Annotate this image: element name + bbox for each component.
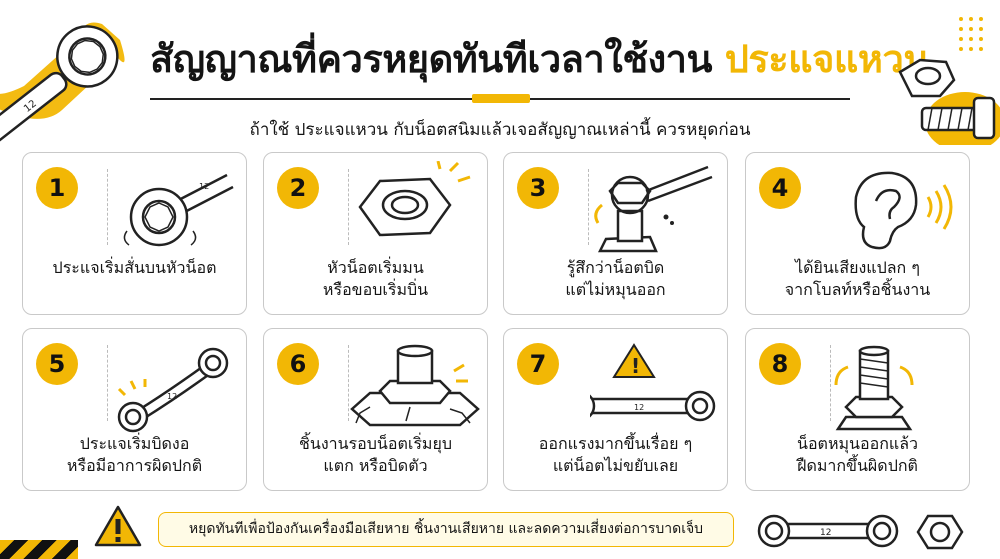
card-label-line1: น็อตหมุนออกแล้ว	[797, 434, 918, 453]
twisting-bolt-icon	[594, 165, 713, 253]
bent-wrench-icon: 12	[117, 347, 229, 433]
card-number: 1	[36, 167, 78, 209]
warning-triangle-icon	[94, 505, 142, 547]
card-label: รู้สึกว่าน็อตบิด แต่ไม่หมุนออก	[510, 257, 721, 301]
card-label-line2: แต่ไม่หมุนออก	[565, 280, 666, 299]
title-accent-bar	[472, 94, 530, 103]
card-label: ประแจเริ่มบิดงอ หรือมีอาการผิดปกติ	[29, 433, 240, 477]
rounded-nut-icon	[358, 161, 471, 237]
svg-text:!: !	[631, 354, 640, 378]
card-divider	[107, 169, 108, 245]
card-label-line2: ฝืดมากขึ้นผิดปกติ	[797, 456, 918, 475]
title-highlight: ประแจแหวน	[724, 37, 930, 81]
footer-nut-icon	[916, 514, 964, 550]
cracked-surface-nut-icon	[350, 344, 480, 427]
card-divider	[107, 345, 108, 421]
card-label: น็อตหมุนออกแล้ว ฝืดมากขึ้นผิดปกติ	[752, 433, 963, 477]
header-wrench-icon: 12	[0, 22, 125, 146]
header-nut-bolt-icon	[898, 58, 1000, 145]
card-label-line2: แต่น็อตไม่ขยับเลย	[552, 456, 679, 475]
card-label-line1: ออกแรงมากขึ้นเรื่อย ๆ	[538, 434, 693, 453]
card-label-line1: ประแจเริ่มสั่นบนหัวน็อต	[52, 258, 217, 277]
card-label: ประแจเริ่มสั่นบนหัวน็อต	[29, 257, 240, 279]
footer-warning: หยุดทันทีเพื่อป้องกันเครื่องมือเสียหาย ช…	[158, 512, 734, 547]
card-number: 6	[277, 343, 319, 385]
tight-bolt-icon	[834, 345, 914, 431]
signal-card-2: 2 หัวน็อตเริ่มมน หรือขอบเริ่มบิ่น	[263, 152, 488, 315]
signal-card-5: 5 12 ประแจเริ่มบิดงอ หรือมีอาการผิดปกติ	[22, 328, 247, 491]
dot-grid-decoration	[959, 17, 983, 51]
card-number: 4	[759, 167, 801, 209]
card-label-line1: รู้สึกว่าน็อตบิด	[566, 258, 665, 277]
card-number: 5	[36, 343, 78, 385]
card-number: 7	[517, 343, 559, 385]
card-label: ออกแรงมากขึ้นเรื่อย ๆ แต่น็อตไม่ขยับเลย	[510, 433, 721, 477]
card-number: 2	[277, 167, 319, 209]
card-number: 3	[517, 167, 559, 209]
wrench-on-nut-shaking-icon: 12	[123, 173, 234, 247]
card-label-line2: หรือมีอาการผิดปกติ	[66, 456, 203, 475]
signal-card-8: 8 น็อตหมุนออกแล้ว ฝืดมากขึ้นผิดปกติ	[745, 328, 970, 491]
footer-wrench-size: 12	[820, 528, 831, 538]
svg-text:12: 12	[167, 392, 177, 401]
card-divider	[348, 169, 349, 245]
wrench-warning-icon: ! 12	[590, 343, 716, 422]
card-label-line2: จากโบลท์หรือชิ้นงาน	[784, 280, 931, 299]
hazard-stripe	[0, 540, 78, 559]
card-label-line1: ประแจเริ่มบิดงอ	[79, 434, 190, 453]
signal-card-6: 6 ชิ้นงานรอบน็อตเริ่มยุบ แตก หรือบิดตัว	[263, 328, 488, 491]
card-number: 8	[759, 343, 801, 385]
footer-wrench-icon: 12	[757, 514, 899, 548]
page-title: สัญญาณที่ควรหยุดทันทีเวลาใช้งาน ประแจแหว…	[150, 28, 929, 89]
signal-card-4: 4 ได้ยินเสียงแปลก ๆ จากโบลท์หรือชิ้นงาน	[745, 152, 970, 315]
card-label-line1: ชิ้นงานรอบน็อตเริ่มยุบ	[299, 434, 452, 453]
card-label-line2: หรือขอบเริ่มบิ่น	[322, 280, 429, 299]
card-label-line1: หัวน็อตเริ่มมน	[327, 258, 424, 277]
ear-sound-icon	[854, 171, 953, 250]
signal-card-7: 7 ! 12 ออกแรงมากขึ้นเรื่อย ๆ แต่น็อตไม่ข…	[503, 328, 728, 491]
card-divider	[588, 169, 589, 245]
title-main: สัญญาณที่ควรหยุดทันทีเวลาใช้งาน	[150, 37, 713, 81]
svg-text:12: 12	[634, 403, 644, 412]
card-label-line1: ได้ยินเสียงแปลก ๆ	[795, 258, 920, 277]
svg-text:12: 12	[199, 182, 209, 191]
card-label-line2: แตก หรือบิดตัว	[323, 456, 428, 475]
signal-card-3: 3 รู้สึกว่าน็อตบิด แต่ไม่หมุนออก	[503, 152, 728, 315]
card-label: ได้ยินเสียงแปลก ๆ จากโบลท์หรือชิ้นงาน	[752, 257, 963, 301]
card-label: ชิ้นงานรอบน็อตเริ่มยุบ แตก หรือบิดตัว	[270, 433, 481, 477]
signal-card-1: 1 12 ประแจเริ่มสั่นบนหัวน็อต	[22, 152, 247, 315]
card-divider	[348, 345, 349, 421]
page-subtitle: ถ้าใช้ ประแจแหวน กับน็อตสนิมแล้วเจอสัญญา…	[249, 120, 751, 140]
card-label: หัวน็อตเริ่มมน หรือขอบเริ่มบิ่น	[270, 257, 481, 301]
card-divider	[830, 345, 831, 421]
